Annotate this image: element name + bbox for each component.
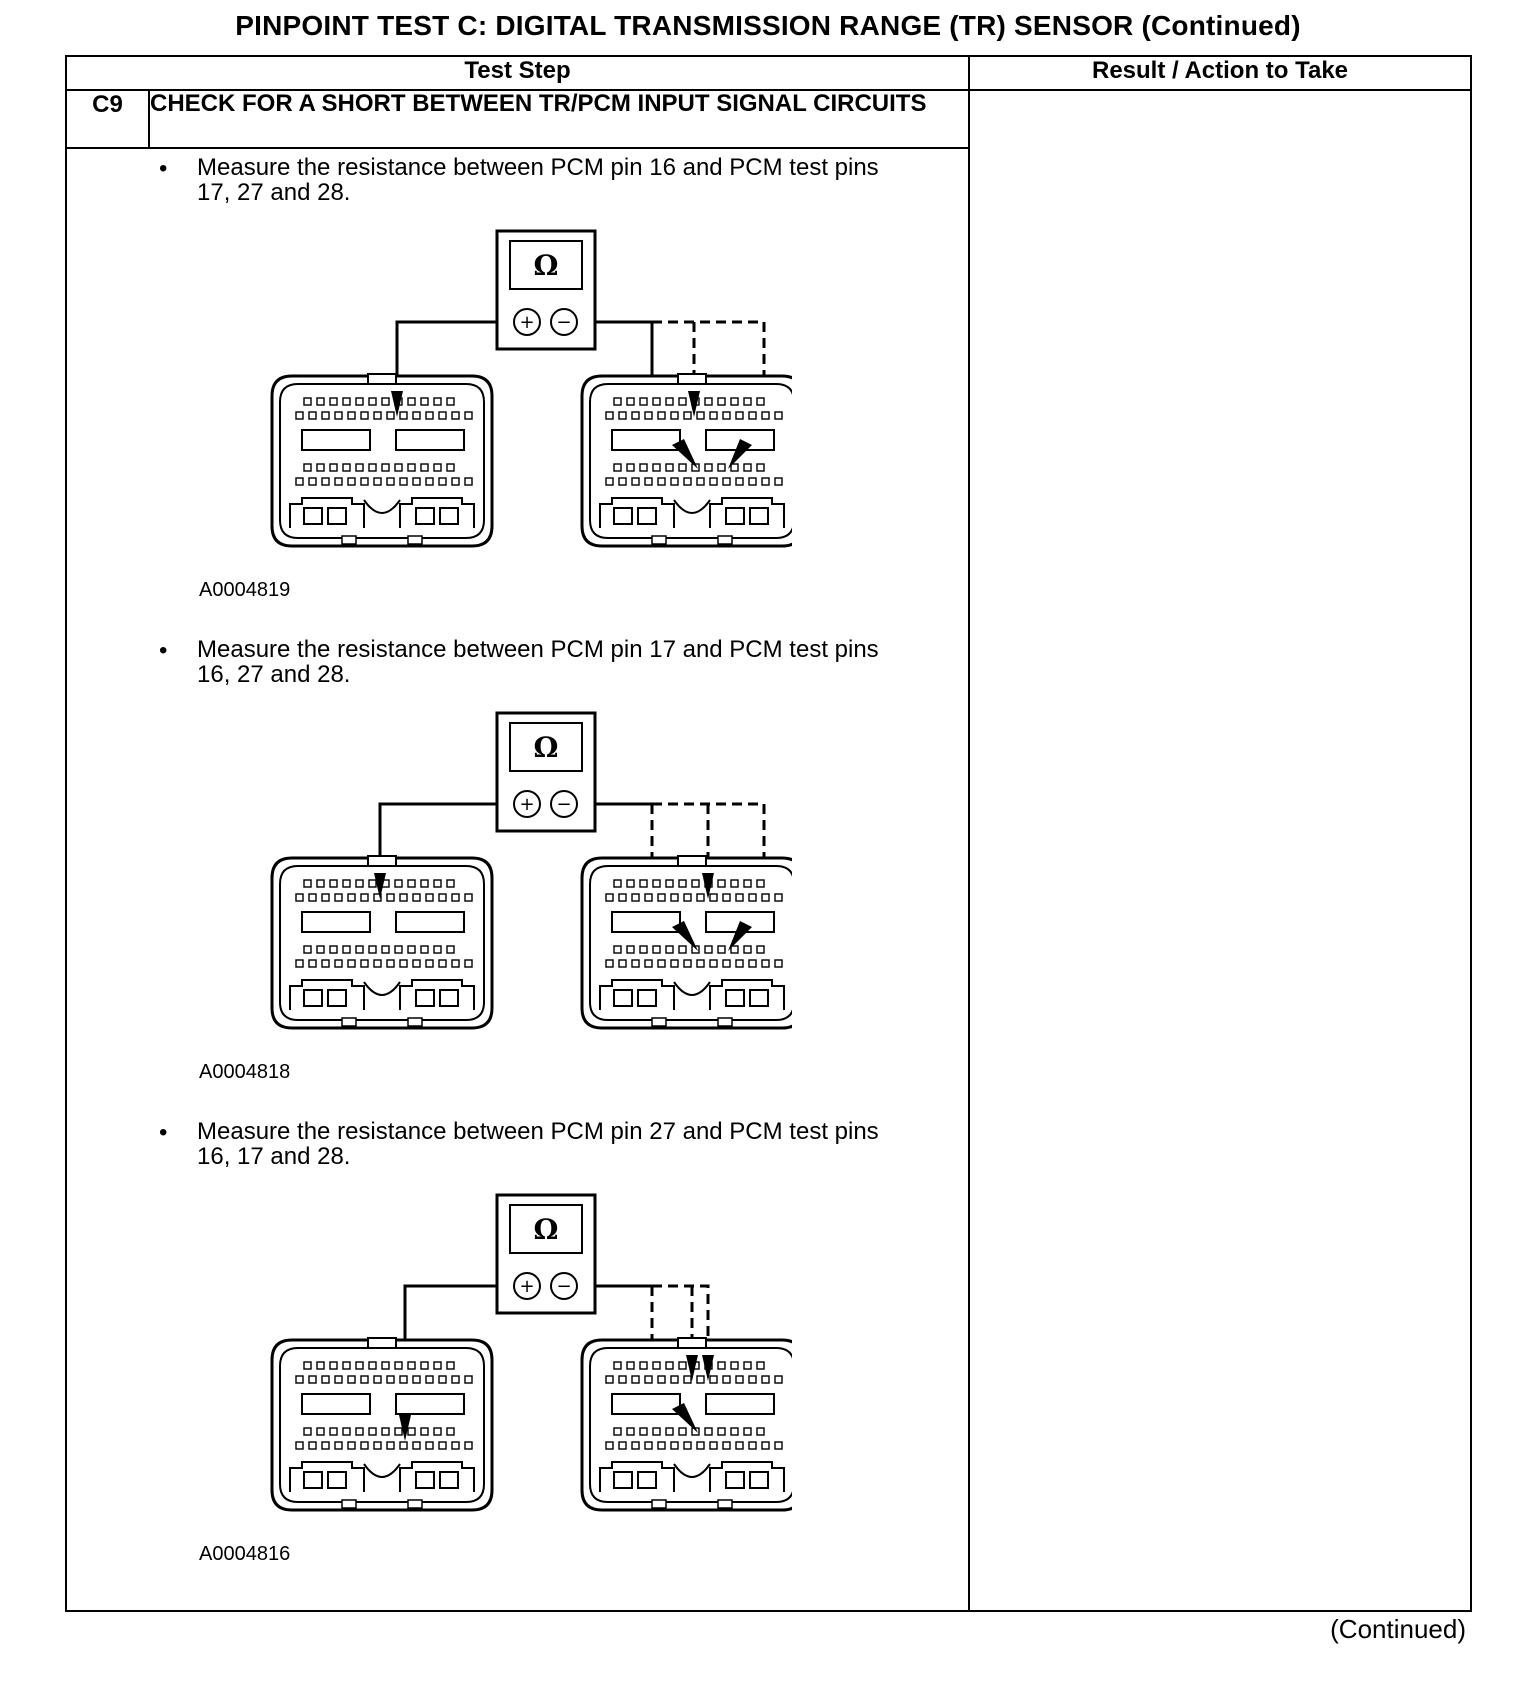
wiring-diagram-1: Ω + − (192, 229, 792, 561)
result-action-cell (968, 89, 1472, 1612)
wiring-diagram-2: Ω + − (192, 711, 792, 1043)
bullet-text-2: Measure the resistance between PCM pin 1… (197, 636, 879, 688)
figure-id-3: A0004816 (199, 1543, 291, 1565)
wiring-diagram-3: Ω + − (192, 1193, 792, 1525)
column-header-result: Result / Action to Take (968, 55, 1472, 91)
negative-terminal: − (556, 794, 571, 815)
bullet-text-3: Measure the resistance between PCM pin 2… (197, 1118, 879, 1170)
step-body: • Measure the resistance between PCM pin… (65, 147, 970, 1612)
bullet-marker: • (159, 155, 168, 182)
ohm-symbol: Ω (534, 249, 559, 282)
figure-id-2: A0004818 (199, 1061, 291, 1083)
positive-terminal: + (519, 794, 534, 815)
negative-terminal: − (556, 312, 571, 333)
positive-terminal: + (519, 312, 534, 333)
ohm-symbol: Ω (534, 731, 559, 764)
step-id: C9 (65, 89, 150, 149)
step-title: CHECK FOR A SHORT BETWEEN TR/PCM INPUT S… (148, 89, 970, 149)
negative-terminal: − (556, 1276, 571, 1297)
bullet-text-1: Measure the resistance between PCM pin 1… (197, 154, 879, 206)
positive-terminal: + (519, 1276, 534, 1297)
figure-id-1: A0004819 (199, 579, 291, 601)
bullet-marker: • (159, 1119, 168, 1146)
page-title: PINPOINT TEST C: DIGITAL TRANSMISSION RA… (235, 10, 1301, 41)
bullet-marker: • (159, 637, 168, 664)
continued-note: (Continued) (1330, 1614, 1466, 1644)
ohm-symbol: Ω (534, 1213, 559, 1246)
column-header-test-step: Test Step (65, 55, 970, 91)
pinpoint-test-table: Test Step Result / Action to Take C9 CHE… (65, 55, 1472, 1612)
